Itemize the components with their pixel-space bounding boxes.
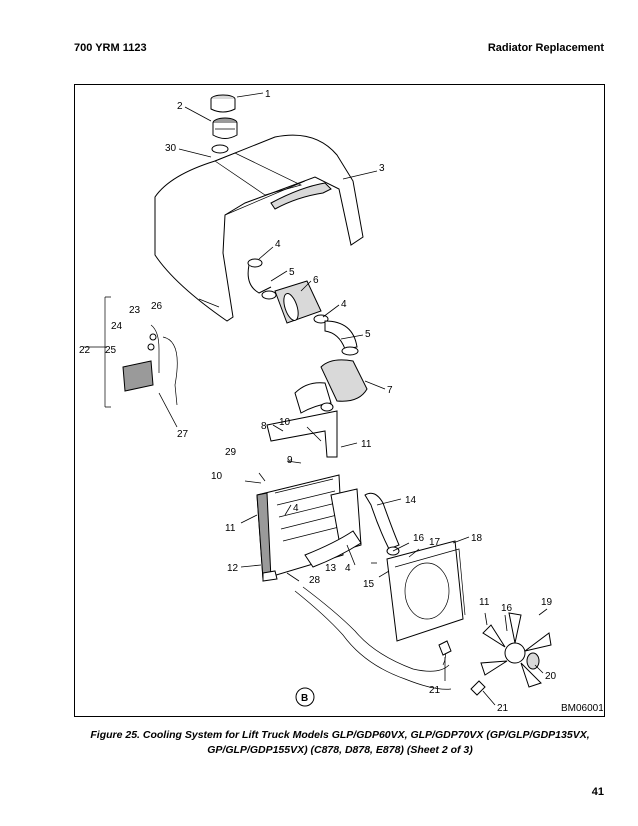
callout-4-c: 4 <box>293 503 299 514</box>
callout-10-a: 10 <box>279 417 291 428</box>
page-number: 41 <box>591 786 604 798</box>
callout-6: 6 <box>313 275 319 286</box>
section-title: Radiator Replacement <box>487 42 604 54</box>
callout-10-b: 10 <box>211 471 223 482</box>
callout-20: 20 <box>545 671 557 682</box>
callout-22: 22 <box>79 345 91 356</box>
caption-line-2: GP/GLP/GDP155VX) (C878, D878, E878) (She… <box>207 744 473 756</box>
callout-9: 9 <box>287 455 293 466</box>
cooling-system-exploded-drawing: 1 2 30 3 4 5 6 4 5 7 22 23 26 24 25 27 8… <box>79 89 603 714</box>
view-marker-label: B <box>301 693 308 704</box>
callout-leaders <box>83 92 548 706</box>
caption-line-1: Figure 25. Cooling System for Lift Truck… <box>90 729 590 741</box>
callout-2: 2 <box>177 101 183 112</box>
air-cleaner-element <box>274 280 322 324</box>
callout-5-b: 5 <box>365 329 371 340</box>
callout-30: 30 <box>165 143 177 154</box>
callout-16-a: 16 <box>413 533 425 544</box>
callout-29: 29 <box>225 447 237 458</box>
radiator-bracket <box>266 410 338 458</box>
callout-28: 28 <box>309 575 321 586</box>
engine-hood <box>154 134 364 322</box>
callout-5-a: 5 <box>289 267 295 278</box>
air-cleaner-elbow <box>313 314 359 356</box>
callout-12: 12 <box>227 563 239 574</box>
upper-elbow-hose <box>247 258 277 300</box>
document-id: 700 YRM 1123 <box>74 42 147 54</box>
callout-7: 7 <box>387 385 393 396</box>
air-cleaner-assembly <box>294 359 368 414</box>
fan-shroud <box>386 540 466 642</box>
filler-neck <box>212 117 238 139</box>
callout-4-d: 4 <box>345 563 351 574</box>
view-marker: B <box>295 687 315 707</box>
lower-radiator-hose <box>304 530 362 568</box>
oil-cooler-lines <box>294 586 486 696</box>
callout-18: 18 <box>471 533 483 544</box>
callout-21-b: 21 <box>497 703 509 714</box>
callout-15: 15 <box>363 579 375 590</box>
callout-8: 8 <box>261 421 267 432</box>
coolant-recovery-bottle <box>104 296 178 408</box>
drawing-code: BM060013 <box>561 703 603 714</box>
callout-21-a: 21 <box>429 685 441 696</box>
callout-1: 1 <box>265 89 271 100</box>
callout-19: 19 <box>541 597 553 608</box>
callout-4-a: 4 <box>275 239 281 250</box>
callout-23: 23 <box>129 305 141 316</box>
callout-14: 14 <box>405 495 417 506</box>
callout-4-b: 4 <box>341 299 347 310</box>
figure-caption: Figure 25. Cooling System for Lift Truck… <box>80 728 600 758</box>
callout-11-a: 11 <box>361 439 372 450</box>
callout-17: 17 <box>429 537 441 548</box>
cooling-fan <box>480 612 552 688</box>
callout-27: 27 <box>177 429 189 440</box>
radiator-cap <box>210 94 236 113</box>
figure-frame: 1 2 30 3 4 5 6 4 5 7 22 23 26 24 25 27 8… <box>74 84 605 717</box>
callout-25: 25 <box>105 345 117 356</box>
upper-radiator-hose <box>364 492 400 556</box>
callout-13: 13 <box>325 563 337 574</box>
callout-26: 26 <box>151 301 163 312</box>
callout-11-c: 11 <box>479 597 490 608</box>
callout-11-b: 11 <box>225 523 236 534</box>
callout-3: 3 <box>379 163 385 174</box>
callout-24: 24 <box>111 321 123 332</box>
fan-spacer <box>526 652 540 670</box>
callout-16-b: 16 <box>501 603 513 614</box>
